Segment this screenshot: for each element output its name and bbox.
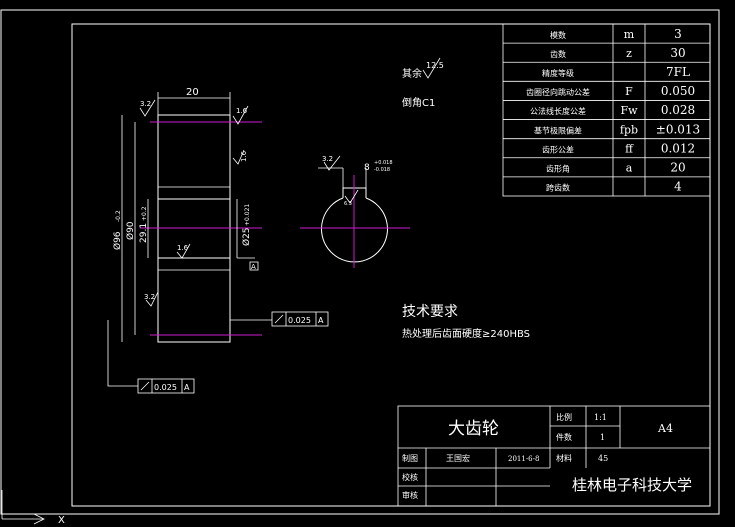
sheet-size: A4	[657, 422, 673, 435]
roughness-symbol-icon	[422, 57, 441, 79]
scale-label: 比例	[556, 412, 572, 422]
rough-32c-value: 3.2	[322, 155, 333, 163]
d25-tol: +0.021	[244, 204, 251, 226]
datum-marker	[237, 257, 259, 271]
material-label: 材料	[556, 453, 572, 463]
review-label: 审核	[402, 490, 418, 500]
tech-requirements-title: 技术要求	[402, 304, 458, 320]
param-value: 7FL	[666, 65, 690, 79]
material-value: 45	[598, 454, 608, 463]
rough-16b-value: 1.6	[240, 150, 248, 162]
inner-frame	[71, 23, 711, 507]
roughness-icon	[232, 105, 249, 125]
d291-label: 29.1	[139, 223, 149, 243]
d90-label: Ø90	[125, 221, 136, 240]
parameter-table: 模数 m 3 齿数 z 30 精度等级 7FL 齿圈径向跳动公差 F 0.050 公法线长度公差 Fw 0…	[502, 23, 711, 197]
roughness-other-value: 12.5	[426, 61, 444, 70]
roughness-icon	[323, 155, 341, 171]
tol2-datum: A	[184, 383, 190, 392]
roughness-icon	[145, 291, 159, 307]
runout-arrow-icon	[274, 314, 284, 324]
roughness-icon	[344, 189, 359, 204]
check-label: 校核	[402, 472, 418, 482]
param-label: 齿形公差	[542, 144, 574, 154]
drawn-by: 王国宏	[446, 453, 470, 463]
key-tol-lower: -0.018	[374, 167, 390, 173]
part-name: 大齿轮	[448, 419, 499, 439]
param-symbol: fpb	[620, 123, 638, 136]
key-width-value: 8	[364, 163, 370, 173]
drawn-label: 制图	[402, 453, 418, 463]
qty-value: 1	[600, 433, 605, 442]
param-label: 齿形角	[546, 164, 570, 174]
param-symbol: m	[624, 28, 635, 41]
param-value: 0.012	[661, 141, 695, 155]
param-symbol: Fw	[620, 104, 638, 117]
roughness-icon	[139, 99, 156, 117]
runout-arrow-icon	[140, 381, 150, 391]
ucs-icon	[1, 490, 45, 525]
outer-frame	[0, 9, 720, 515]
roughness-icon	[232, 149, 245, 165]
param-label: 公法线长度公差	[530, 106, 586, 116]
param-label: 跨齿数	[546, 183, 570, 193]
param-value: ±0.013	[656, 122, 700, 136]
param-value: 30	[670, 46, 685, 60]
chamfer-note: 倒角C1	[402, 97, 435, 109]
param-symbol: a	[626, 162, 633, 175]
param-label: 齿圈径向跳动公差	[526, 87, 590, 97]
d291-tol: +0.2	[141, 206, 148, 221]
runout-tolerance-frame-1	[230, 311, 329, 327]
param-value: 0.028	[661, 103, 695, 117]
param-label: 精度等级	[542, 68, 574, 78]
rough-16c-value: 1.6	[177, 244, 189, 252]
d96-label: Ø96	[112, 231, 123, 250]
param-value: 0.050	[661, 84, 695, 98]
tol1-value: 0.025	[288, 316, 311, 325]
param-symbol: F	[625, 85, 633, 98]
param-value: 20	[670, 161, 685, 175]
roughness-icon	[176, 243, 191, 259]
param-value: 4	[674, 180, 682, 194]
param-label: 基节极限偏差	[534, 125, 582, 135]
param-label: 齿数	[550, 49, 566, 59]
drawing-date: 2011-6-8	[508, 455, 539, 463]
d25-label: Ø25	[241, 227, 252, 246]
roughness-other-label: 其余	[402, 67, 422, 80]
ucs-x-label: X	[58, 515, 65, 526]
param-symbol: z	[626, 47, 632, 60]
datum-label: A	[251, 263, 256, 271]
runout-tolerance-frame-2	[107, 320, 195, 394]
key-tol-upper: +0.018	[374, 160, 393, 166]
tech-requirements-line: 热处理后齿面硬度≥240HBS	[402, 327, 530, 340]
tol2-value: 0.025	[154, 383, 177, 392]
keyway-view	[300, 155, 410, 268]
rough-32-value: 3.2	[140, 100, 151, 108]
title-block	[397, 405, 711, 507]
param-label: 模数	[550, 30, 566, 40]
width-dimension	[157, 92, 231, 115]
rough-16a-value: 1.6	[236, 107, 248, 115]
key-rough-value: 6.3	[344, 201, 352, 207]
param-value: 3	[674, 27, 682, 41]
d96-tol: -0.2	[115, 210, 122, 222]
param-symbol: ff	[625, 142, 634, 155]
qty-label: 件数	[556, 432, 572, 442]
rough-32b-value: 3.2	[144, 293, 155, 301]
scale-value: 1:1	[594, 413, 607, 422]
width-value: 20	[186, 87, 199, 98]
school-name: 桂林电子科技大学	[572, 476, 692, 494]
gear-section-view	[140, 114, 262, 343]
tol1-datum: A	[318, 316, 324, 325]
